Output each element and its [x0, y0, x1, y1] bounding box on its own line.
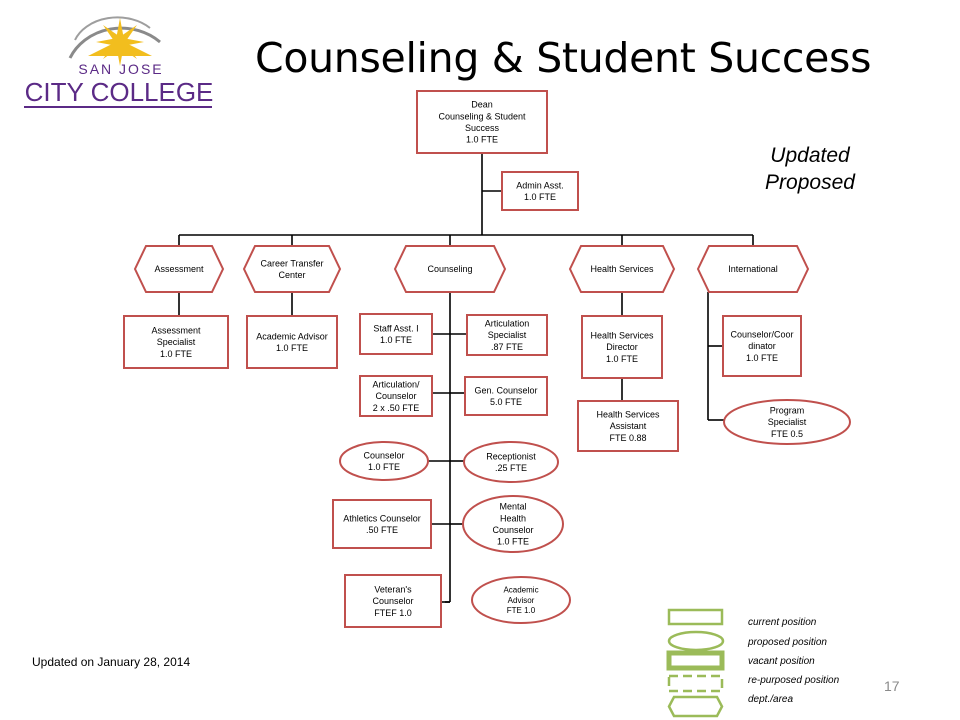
dept-assessment: Assessment [133, 245, 225, 293]
admin-asst-box-label: Admin Asst.1.0 FTE [516, 180, 564, 202]
staff-asst-box-box [359, 313, 433, 355]
health-services-director-box-box [581, 315, 663, 379]
logo-arc-icon [74, 16, 151, 41]
status-label-line: Updated [770, 144, 850, 167]
logo-mountain-icon [88, 40, 152, 56]
dept-health-services-label: Health Services [590, 264, 654, 274]
legend-vacant-swatch [666, 650, 725, 671]
page-title: Counseling & Student Success [255, 34, 872, 82]
athletics-counselor-box-box [332, 499, 432, 549]
dept-assessment-hexagon [133, 245, 225, 293]
legend-label-dept: dept./area [748, 694, 794, 705]
legend-dept-swatch [667, 695, 724, 718]
receptionist-box-label: Receptionist.25 FTE [486, 451, 536, 473]
dept-international: International [696, 245, 810, 293]
legend-proposed-swatch [667, 630, 725, 652]
status-label-line: Proposed [765, 171, 855, 194]
veterans-counselor-box-box [344, 574, 442, 628]
logo-arc-icon [68, 26, 161, 59]
admin-asst-box: Admin Asst.1.0 FTE [501, 171, 579, 211]
counselor-coordinator-box-box [722, 315, 802, 377]
program-specialist-box-oval [723, 399, 851, 445]
dept-health-services-hexagon [568, 245, 676, 293]
assessment-specialist-box-box [123, 315, 229, 369]
dept-international-label: International [728, 264, 778, 274]
gen-counselor-box-box [464, 376, 548, 416]
dept-counseling-hexagon [393, 245, 507, 293]
legend-label-repurposed: re-purposed position [748, 675, 840, 686]
receptionist-box: Receptionist.25 FTE [463, 441, 559, 483]
counselor-box-oval [339, 441, 429, 481]
athletics-counselor-box-label: Athletics Counselor.50 FTE [343, 513, 421, 535]
legend-label-vacant: vacant position [748, 656, 815, 667]
articulation-counselor-box-box [359, 375, 433, 417]
academic-advisor-ctc-box-box [246, 315, 338, 369]
status-label: Updated Proposed [740, 142, 880, 196]
dept-assessment-label: Assessment [154, 264, 204, 274]
dept-career-transfer-center-hexagon [242, 245, 342, 293]
receptionist-box-oval [463, 441, 559, 483]
updated-on-text: Updated on January 28, 2014 [32, 655, 191, 669]
page-number: 17 [884, 678, 900, 694]
legend [666, 608, 725, 718]
dept-counseling: Counseling [393, 245, 507, 293]
admin-asst-box-box [501, 171, 579, 211]
health-services-assistant-box-box [577, 400, 679, 452]
legend-label-current: current position [748, 617, 817, 628]
dept-international-hexagon [696, 245, 810, 293]
dept-counseling-label: Counseling [427, 264, 472, 274]
logo-text-city-college: CITY COLLEGE [25, 77, 214, 107]
athletics-counselor-box: Athletics Counselor.50 FTE [332, 499, 432, 549]
legend-current-swatch [667, 608, 724, 626]
dept-health-services: Health Services [568, 245, 676, 293]
logo-text-san-jose: SAN JOSE [78, 61, 163, 77]
legend-label-proposed: proposed position [748, 637, 827, 648]
academic-advisor-box-oval [471, 576, 571, 624]
mental-health-counselor-box-oval [462, 495, 564, 553]
articulation-specialist-box-box [466, 314, 548, 356]
dean-box-box [416, 90, 548, 154]
legend-repurposed-swatch [667, 674, 724, 693]
